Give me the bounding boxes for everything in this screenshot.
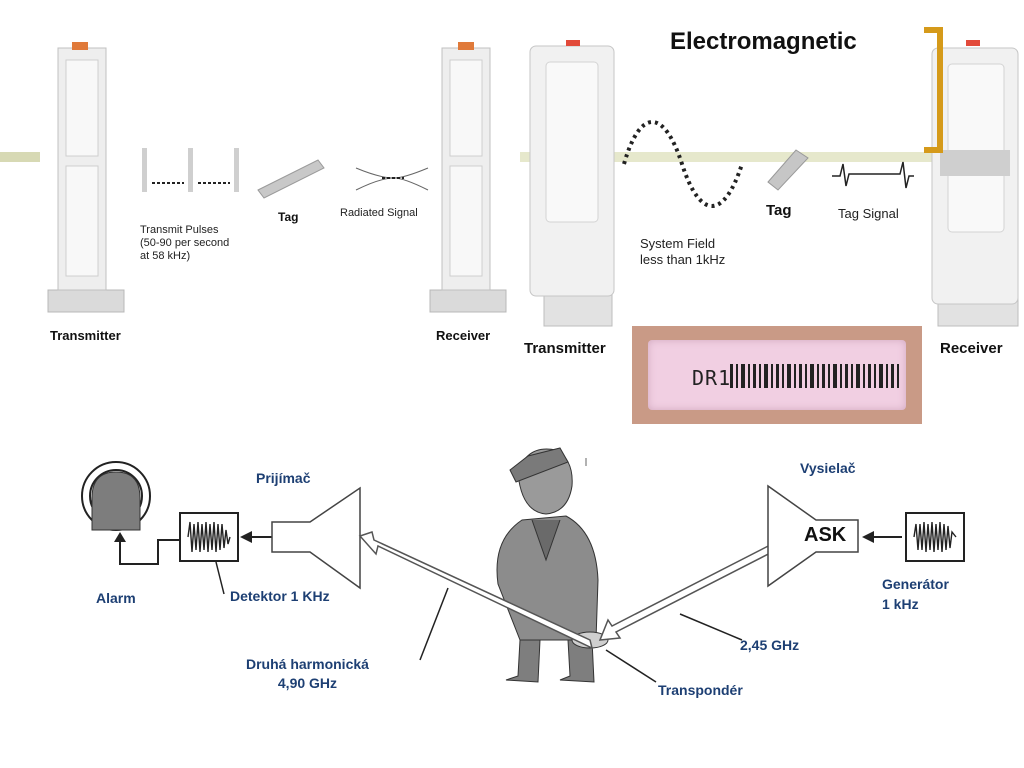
- label-vysielac: Vysielač: [800, 460, 856, 476]
- label-generator: Generátor 1 kHz: [882, 574, 949, 614]
- label-tag-right: Tag: [766, 202, 792, 219]
- gate-transmitter-right: [529, 40, 615, 327]
- label-radiated-signal: Radiated Signal: [340, 207, 418, 219]
- transmitter-antenna: [767, 484, 859, 588]
- receiver-antenna: [271, 486, 361, 590]
- tag-photo: DR1: [632, 326, 922, 424]
- tag-print: DR1: [692, 366, 732, 390]
- label-prijimac: Prijímač: [256, 470, 311, 486]
- druha-line-2: 4,90 GHz: [277, 675, 338, 691]
- label-ask: ASK: [804, 524, 847, 546]
- deco-bar-left: [0, 152, 40, 162]
- label-receiver-left: Receiver: [436, 328, 491, 343]
- title-electromagnetic: Electromagnetic: [670, 28, 857, 55]
- label-tag-signal: Tag Signal: [838, 206, 899, 221]
- generator-line-1: Generátor: [882, 576, 949, 592]
- label-detektor: Detektor 1 KHz: [230, 588, 330, 604]
- gate-receiver-right: [931, 40, 1019, 327]
- label-2-45-ghz: 2,45 GHz: [740, 637, 800, 653]
- radiated-signal: [355, 167, 429, 191]
- label-system-field: System Field less than 1kHz: [640, 236, 725, 268]
- gate-receiver-left: [429, 42, 507, 313]
- tag-strip: DR1: [648, 340, 906, 410]
- detector-box: [179, 512, 239, 562]
- generator-line-2: 1 kHz: [882, 596, 919, 612]
- tag-left: [257, 159, 325, 199]
- field-line-2: less than 1kHz: [640, 252, 726, 267]
- label-transmitter-left: Transmitter: [50, 328, 121, 343]
- druha-line-1: Druhá harmonická: [246, 656, 369, 672]
- transmit-pulses: [142, 148, 239, 192]
- barcode-icon: [730, 364, 899, 388]
- tag-right: [767, 149, 809, 191]
- arrow-2-45-ghz: [598, 539, 786, 641]
- label-transmit-pulses: Transmit Pulses (50-90 per second at 58 …: [140, 224, 229, 263]
- label-tag-left: Tag: [278, 210, 299, 224]
- system-field-wave: [622, 120, 744, 208]
- arrow-second-harmonic: [358, 531, 594, 650]
- label-transmitter-right: Transmitter: [524, 340, 606, 357]
- pulses-line-3: at 58 kHz): [140, 250, 191, 262]
- label-alarm: Alarm: [96, 590, 136, 606]
- label-receiver-right: Receiver: [940, 340, 1003, 357]
- alarm-bell-icon: [81, 461, 151, 531]
- deco-bar-right: [520, 152, 970, 162]
- label-transponder: Transpondér: [658, 682, 743, 698]
- pulses-line-1: Transmit Pulses: [140, 224, 219, 236]
- arrow-detector-to-alarm: [119, 539, 180, 565]
- pulses-line-2: (50-90 per second: [140, 237, 230, 249]
- generator-box: [905, 512, 965, 562]
- label-druha-harmonicka: Druhá harmonická 4,90 GHz: [246, 655, 369, 693]
- highlight-bracket: [924, 27, 943, 153]
- gate-transmitter-left: [47, 42, 125, 313]
- tag-signal-wave: [832, 161, 914, 189]
- field-line-1: System Field: [640, 236, 716, 251]
